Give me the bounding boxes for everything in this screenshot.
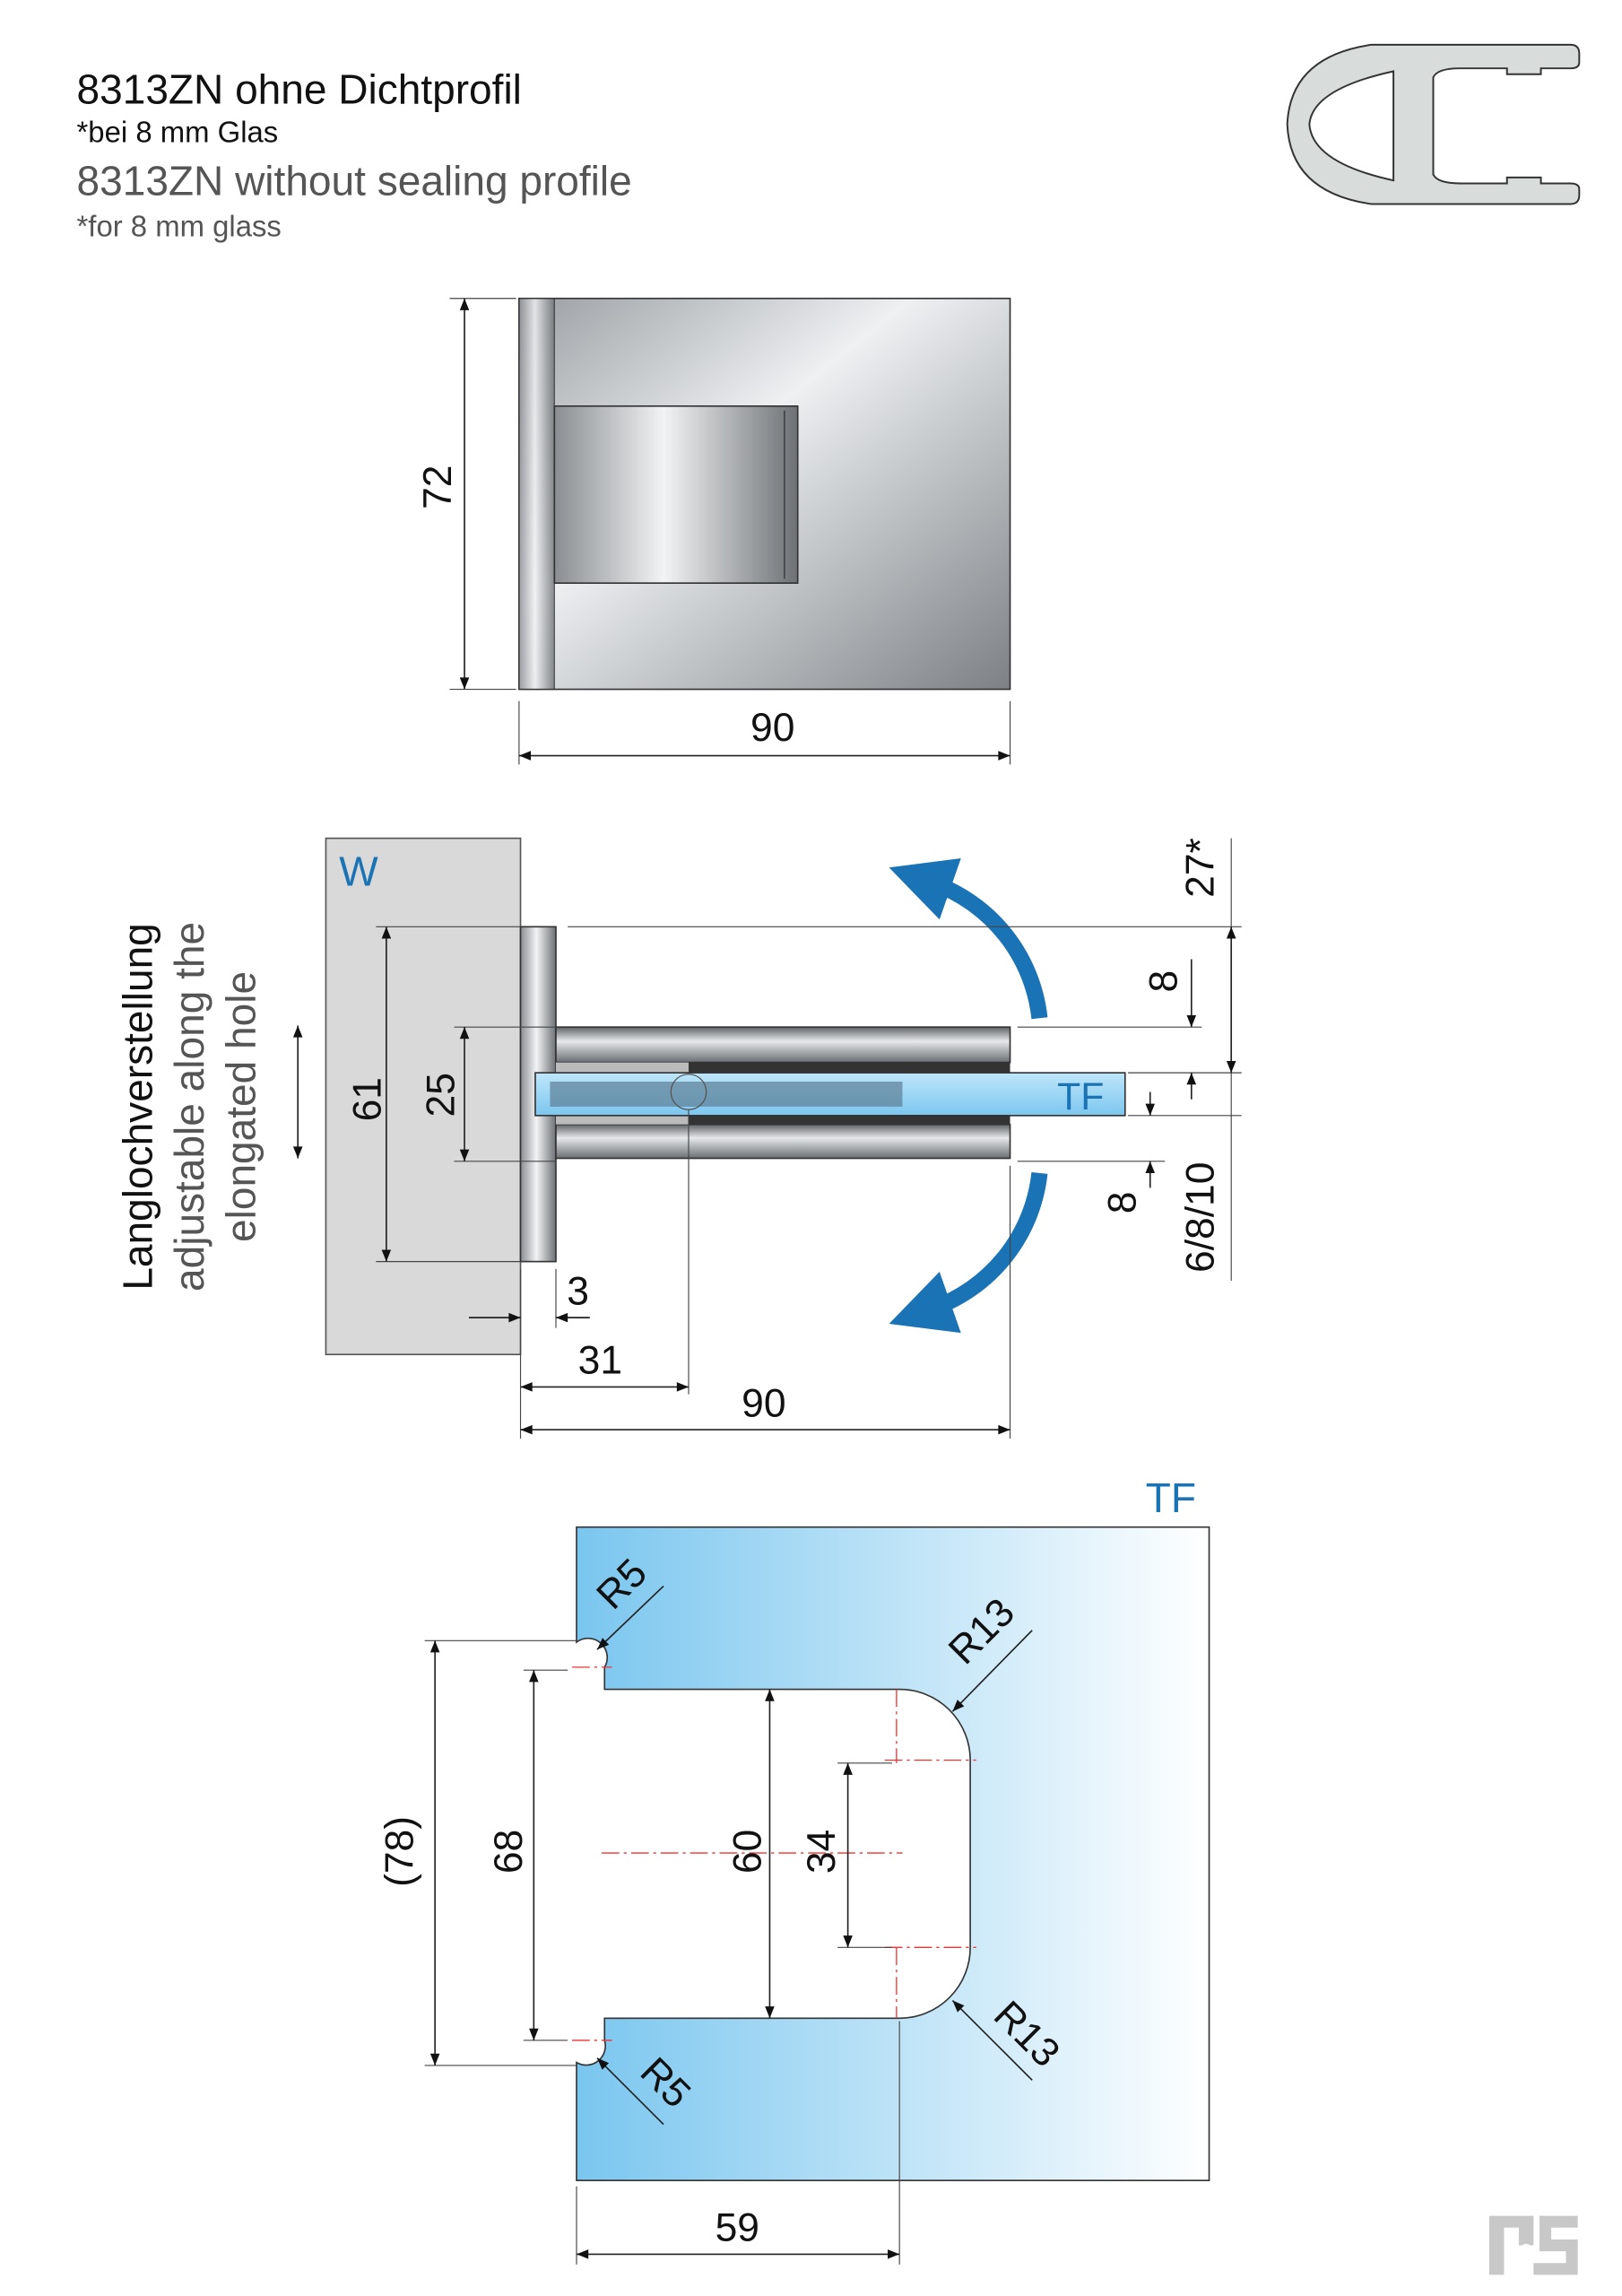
rs-logo (1488, 2215, 1578, 2275)
profile-section-icon (1286, 43, 1581, 205)
dim-width: 90 (750, 706, 794, 750)
swing-down-arrow-icon (889, 1171, 1048, 1334)
dim-78: (78) (377, 1816, 421, 1887)
wall-label: W (339, 848, 378, 894)
dim-60: 60 (726, 1830, 770, 1874)
dim-31: 31 (578, 1339, 622, 1383)
dim-90-side: 90 (742, 1381, 785, 1425)
dim-68: 68 (487, 1830, 531, 1874)
glass-label-cutout: TF (1146, 1474, 1196, 1521)
adjust-label-en-1: adjustable along the (166, 922, 213, 1292)
dim-8-bottom: 8 (1100, 1191, 1144, 1213)
wall (325, 837, 522, 1356)
dim-3: 3 (567, 1269, 589, 1313)
glass-label-side: TF (1057, 1075, 1104, 1118)
glass-cutout: TF (78) 68 60 34 59 R5 R5 R13 R13 (377, 1474, 1210, 2265)
adjust-label-en-2: elongated hole (218, 971, 265, 1242)
dim-34: 34 (800, 1830, 844, 1874)
swing-up-arrow-icon (889, 858, 1048, 1020)
side-view: Langlochverstellung adjustable along the… (114, 837, 1242, 1439)
adjust-label-de: Langlochverstellung (114, 923, 160, 1290)
dim-61: 61 (345, 1077, 389, 1121)
top-view: 72 90 (416, 297, 1011, 765)
title-de: 8313ZN ohne Dichtprofil (77, 66, 522, 113)
dim-height: 72 (416, 465, 460, 509)
dim-8-top: 8 (1141, 970, 1185, 993)
note-en: *for 8 mm glass (77, 210, 282, 243)
dim-25: 25 (420, 1073, 464, 1117)
dim-27: 27* (1178, 838, 1222, 898)
note-de: *bei 8 mm Glas (77, 115, 279, 148)
dim-59: 59 (716, 2206, 759, 2250)
dim-glass-thickness: 6/8/10 (1178, 1162, 1222, 1273)
title-en: 8313ZN without sealing profile (77, 158, 632, 204)
